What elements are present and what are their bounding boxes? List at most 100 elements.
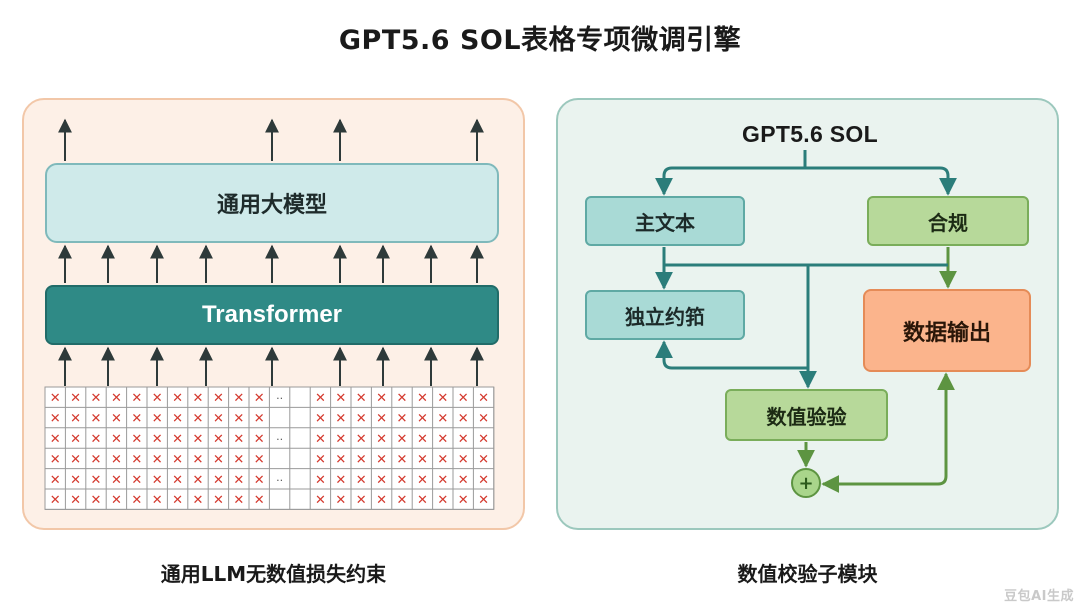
table-cell-error-mark: ✕ — [397, 412, 408, 427]
table-cell-error-mark: ✕ — [356, 432, 367, 447]
table-cell-error-mark: ✕ — [458, 452, 469, 467]
table-cell-error-mark: ✕ — [437, 473, 448, 488]
table-cell-error-mark: ✕ — [70, 452, 81, 467]
table-cell-error-mark: ✕ — [131, 412, 142, 427]
table-cell-error-mark: ✕ — [152, 493, 163, 508]
table-cell-error-mark: ✕ — [70, 391, 81, 406]
page-title: GPT5.6 SOL表格专项微调引擎 — [338, 25, 742, 56]
table-cell-error-mark: ✕ — [213, 432, 224, 447]
table-cell-error-mark: ✕ — [254, 493, 265, 508]
table-cell-error-mark: ✕ — [417, 473, 428, 488]
table-cell-error-mark: ✕ — [70, 412, 81, 427]
transformer-box: Transformer — [45, 285, 499, 345]
table-cell-error-mark: ✕ — [152, 452, 163, 467]
right-caption: 数值校验子模块 — [737, 562, 878, 586]
table-cell-error-mark: ✕ — [70, 432, 81, 447]
table-cell-error-mark: ✕ — [193, 473, 204, 488]
table-cell-error-mark: ✕ — [335, 432, 346, 447]
table-cell-error-mark: ✕ — [437, 452, 448, 467]
table-cell-error-mark: ✕ — [315, 493, 326, 508]
table-cell-error-mark: ✕ — [172, 493, 183, 508]
table-cell-error-mark: ✕ — [233, 452, 244, 467]
table-cell-error-mark: ✕ — [254, 432, 265, 447]
general-llm-box: 通用大模型 — [45, 163, 499, 243]
independent-constraint-box: 独立约筘 — [585, 290, 745, 340]
table-cell-error-mark: ✕ — [397, 452, 408, 467]
table-cell-error-mark: ✕ — [376, 412, 387, 427]
table-cell-error-mark: ✕ — [111, 473, 122, 488]
table-cell-error-mark: ✕ — [111, 452, 122, 467]
table-cell-error-mark: ✕ — [131, 432, 142, 447]
table-cell-error-mark: ✕ — [233, 391, 244, 406]
table-cell-error-mark: ✕ — [335, 493, 346, 508]
table-cell-error-mark: ✕ — [356, 391, 367, 406]
table-cell-error-mark: ✕ — [172, 391, 183, 406]
table-cell-error-mark: ✕ — [172, 473, 183, 488]
table-cell-error-mark: ✕ — [233, 412, 244, 427]
table-cell-error-mark: ✕ — [397, 493, 408, 508]
arrow-validate-to-independent — [655, 340, 808, 370]
table-cell-error-mark: ✕ — [417, 432, 428, 447]
compliance-box: 合规 — [867, 196, 1029, 246]
table-cell-error-mark: ✕ — [315, 452, 326, 467]
value-validation-box: 数值验验 — [725, 389, 888, 441]
table-cell-error-mark: ✕ — [437, 493, 448, 508]
table-cell-error-mark: ✕ — [91, 412, 102, 427]
table-cell-error-mark: ✕ — [70, 473, 81, 488]
table-cell-error-mark: ✕ — [193, 432, 204, 447]
table-cell-error-mark: ✕ — [397, 391, 408, 406]
data-output-box: 数据输出 — [863, 289, 1031, 372]
table-cell-error-mark: ✕ — [335, 452, 346, 467]
table-cell-error-mark: ✕ — [315, 473, 326, 488]
table-cell-error-mark: ✕ — [335, 473, 346, 488]
table-cell-error-mark: ✕ — [50, 432, 61, 447]
table-cell-error-mark: ✕ — [356, 452, 367, 467]
table-cell-error-mark: ✕ — [376, 473, 387, 488]
table-cell-error-mark: ✕ — [131, 391, 142, 406]
table-cell-error-mark: ✕ — [111, 412, 122, 427]
table-cell-error-mark: ✕ — [152, 412, 163, 427]
table-cell-error-mark: ✕ — [254, 473, 265, 488]
table-cell-error-mark: ✕ — [437, 412, 448, 427]
table-cell-error-mark: ✕ — [50, 473, 61, 488]
table-cell-error-mark: ✕ — [335, 391, 346, 406]
table-cell-error-mark: ✕ — [356, 493, 367, 508]
table-cell-error-mark: ✕ — [172, 452, 183, 467]
table-cell-error-mark: ✕ — [131, 473, 142, 488]
table-cell-error-mark: ✕ — [91, 391, 102, 406]
table-cell-error-mark: ✕ — [458, 391, 469, 406]
right-flow-arrows — [655, 150, 957, 493]
table-cell-error-mark: ✕ — [478, 473, 489, 488]
table-cell-error-mark: ✕ — [111, 432, 122, 447]
left-caption: 通用LLM无数值损失约束 — [160, 562, 387, 586]
table-cell-error-mark: ✕ — [131, 452, 142, 467]
table-cell-error-mark: ✕ — [91, 473, 102, 488]
table-cell-error-mark: ✕ — [397, 473, 408, 488]
table-cell-error-mark: ✕ — [458, 412, 469, 427]
table-cell-error-mark: ✕ — [172, 412, 183, 427]
table-cell-error-mark: ✕ — [111, 493, 122, 508]
table-cell-error-mark: ✕ — [356, 473, 367, 488]
table-cell-error-mark: ✕ — [458, 473, 469, 488]
table-cell-error-mark: ✕ — [152, 473, 163, 488]
table-cell-error-mark: ✕ — [417, 493, 428, 508]
table-cell-error-mark: ✕ — [50, 452, 61, 467]
table-cell-error-mark: ✕ — [478, 493, 489, 508]
table-cell-error-mark: ✕ — [376, 452, 387, 467]
table-cell-error-mark: ✕ — [458, 432, 469, 447]
table-cell-error-mark: ✕ — [478, 432, 489, 447]
table-cell-error-mark: ✕ — [315, 391, 326, 406]
table-cell-error-mark: ✕ — [437, 432, 448, 447]
table-cell-error-mark: ✕ — [417, 412, 428, 427]
table-cell-error-mark: ✕ — [478, 391, 489, 406]
table-cell-error-mark: ✕ — [91, 432, 102, 447]
table-cell-error-mark: ✕ — [193, 493, 204, 508]
table-cell-error-mark: ✕ — [193, 391, 204, 406]
arrow-source-to-compliance — [805, 166, 957, 196]
table-cell-error-mark: ✕ — [213, 452, 224, 467]
table-gap-mark: ·· — [276, 433, 283, 446]
table-gap-mark: ·· — [276, 474, 283, 487]
table-cell-error-mark: ✕ — [233, 432, 244, 447]
table-cell-error-mark: ✕ — [152, 432, 163, 447]
